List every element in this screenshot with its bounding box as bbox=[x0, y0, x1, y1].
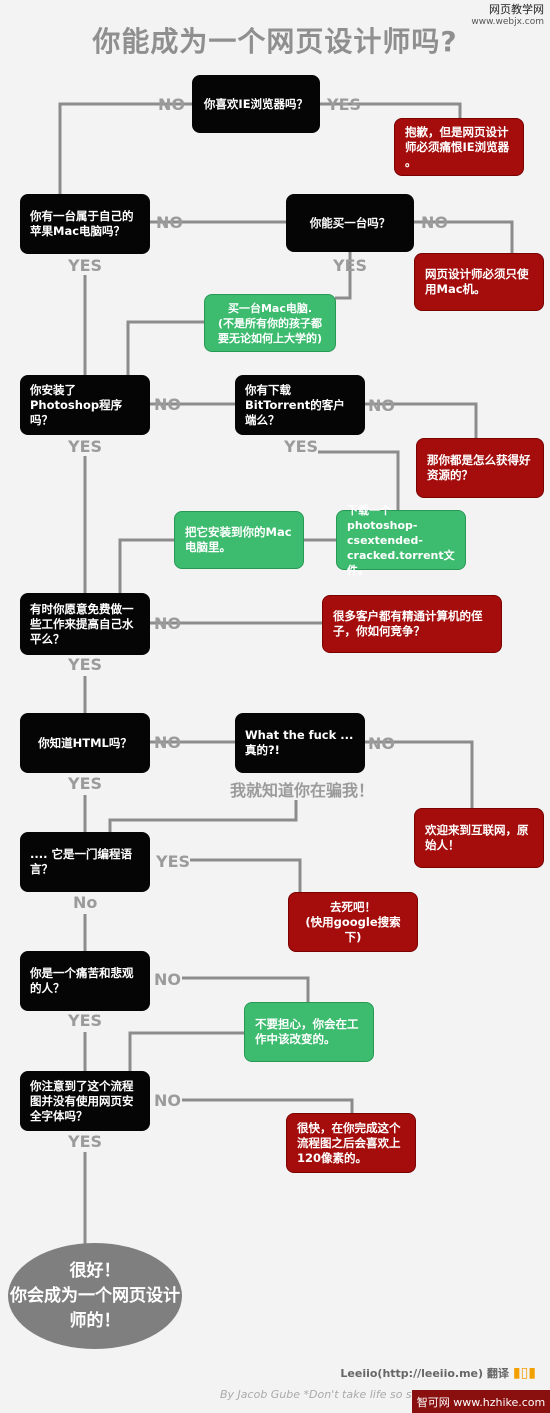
node-resources: 那你都是怎么获得好资源的？ bbox=[416, 438, 544, 498]
node-html-question: 你知道HTML吗？ bbox=[20, 713, 150, 773]
node-photoshop-question: 你安装了Photoshop程序吗？ bbox=[20, 375, 150, 435]
label-no: NO bbox=[154, 733, 181, 752]
label-yes: YES bbox=[68, 1011, 103, 1030]
node-ie-question: 你喜欢IE浏览器吗？ bbox=[192, 75, 320, 133]
label-yes: YES bbox=[68, 1132, 103, 1151]
node-own-mac-question: 你有一台属于自己的苹果Mac电脑吗？ bbox=[20, 194, 150, 254]
label-no: NO bbox=[421, 213, 448, 232]
node-work-free-question: 有时你愿意免费做一些工作来提高自己水平么？ bbox=[20, 593, 150, 655]
label-no: NO bbox=[156, 213, 183, 232]
node-wtf-question: What the fuck ...真的?! bbox=[235, 713, 365, 773]
label-yes: YES bbox=[68, 655, 103, 674]
label-no: NO bbox=[154, 1091, 181, 1110]
watermark-line1: 网页教学网 bbox=[489, 3, 544, 16]
label-no: NO bbox=[158, 95, 185, 114]
label-yes: YES bbox=[156, 852, 191, 871]
label-yes: YES bbox=[284, 437, 319, 456]
node-websafe-font-question: 你注意到了这个流程图并没有使用网页安全字体吗？ bbox=[20, 1071, 150, 1131]
label-no: No bbox=[73, 893, 98, 912]
label-yes: YES bbox=[68, 774, 103, 793]
node-pessimist-question: 你是一个痛苦和悲观的人？ bbox=[20, 951, 150, 1011]
lie-text: 我就知道你在骗我！ bbox=[230, 781, 375, 800]
watermark: 网页教学网 www.webjx.com bbox=[471, 4, 544, 28]
label-no: NO bbox=[368, 734, 395, 753]
node-bittorrent-question: 你有下载BitTorrent的客户端么？ bbox=[235, 375, 365, 435]
label-yes: YES bbox=[68, 256, 103, 275]
end-node: 很好！ 你会成为一个网页设计师的！ bbox=[8, 1243, 182, 1349]
node-can-buy-question: 你能买一台吗？ bbox=[286, 194, 414, 252]
page-title: 你能成为一个网页设计师吗? bbox=[92, 25, 458, 58]
node-welcome-caveman: 欢迎来到互联网，原始人！ bbox=[414, 808, 544, 868]
label-yes: YES bbox=[327, 95, 362, 114]
site-badge: 智可网 www.hzhike.com bbox=[412, 1390, 550, 1413]
translator-credit: Leeiio(http://leeiio.me) 翻译▮▯▮ bbox=[340, 1365, 536, 1381]
node-dont-worry: 不要担心，你会在工作中该改变的。 bbox=[244, 1002, 374, 1062]
author-byline: By Jacob Gube *Don't take life so seri bbox=[220, 1388, 427, 1401]
label-no: NO bbox=[154, 614, 181, 633]
node-download-torrent: 下载一个photoshop-csextended-cracked.torrent… bbox=[336, 504, 466, 577]
node-install-mac: 把它安装到你的Mac电脑里。 bbox=[174, 511, 304, 569]
watermark-line2: www.webjx.com bbox=[471, 17, 544, 27]
node-ie-sorry: 抱歉，但是网页设计师必须痛恨IE浏览器 。 bbox=[394, 118, 524, 176]
node-120px: 很快，在你完成这个流程图之后会喜欢上120像素的。 bbox=[286, 1113, 416, 1173]
node-buy-mac: 买一台Mac电脑. (不是所有你的孩子都要无论如何上大学的) bbox=[204, 294, 336, 352]
node-go-die: 去死吧！ (快用google搜索下) bbox=[288, 892, 418, 952]
credit-text: Leeiio(http://leeiio.me) 翻译 bbox=[340, 1367, 509, 1380]
node-mac-only: 网页设计师必须只使用Mac机。 bbox=[414, 253, 544, 311]
label-no: NO bbox=[368, 396, 395, 415]
node-programming-question: .... 它是一门编程语言？ bbox=[20, 832, 150, 892]
node-nephews: 很多客户都有精通计算机的侄子，你如何竞争？ bbox=[322, 595, 502, 653]
label-no: NO bbox=[154, 970, 181, 989]
label-no: NO bbox=[154, 395, 181, 414]
label-yes: YES bbox=[68, 437, 103, 456]
leeiio-logo-icon: ▮▯▮ bbox=[512, 1365, 536, 1381]
label-yes: YES bbox=[333, 256, 368, 275]
